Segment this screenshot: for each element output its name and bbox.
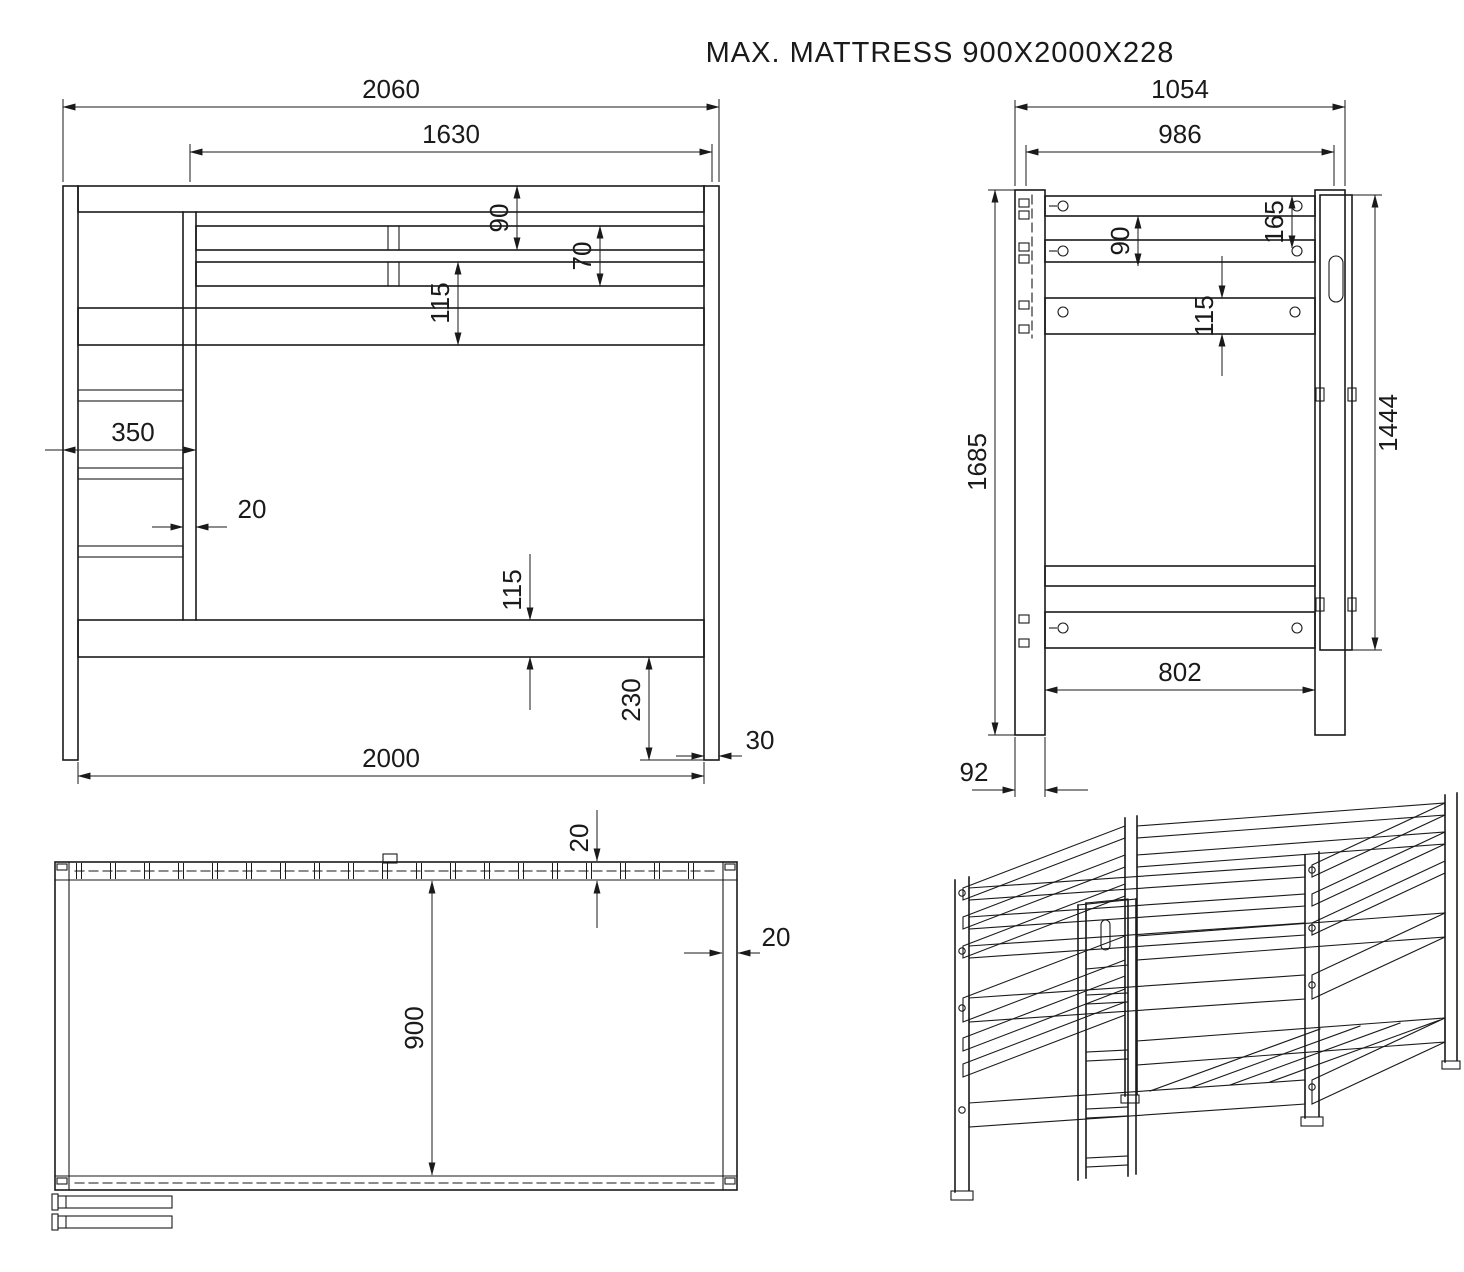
dim-label-rail-spacing-70: 70 (567, 242, 597, 271)
dim-label-end-rail-height-115: 115 (1189, 295, 1219, 336)
iso-lower-bunk (962, 975, 1446, 1128)
dim-label-rail-spacing-90: 90 (484, 204, 514, 233)
isometric-view (950, 792, 1461, 1201)
iso-ladder-handle-slot (1100, 919, 1111, 951)
iso-upper-platform (962, 912, 1446, 1023)
ladder-handle-slot (1328, 255, 1344, 303)
dim-label-top-rail-offset: 165 (1259, 200, 1289, 243)
plan-view-structure (51, 853, 738, 1231)
dim-label-upper-rail-height: 115 (425, 282, 455, 323)
side-view-structure (62, 185, 720, 761)
plan-view: 20 20 900 (51, 810, 791, 1231)
dim-label-ladder-height: 1444 (1373, 394, 1403, 452)
iso-upper-guard-rails (962, 802, 1446, 959)
dim-label-lower-rail-height: 115 (497, 569, 527, 610)
dim-label-bed-length: 2000 (362, 743, 420, 773)
plan-ladder-protrusion (51, 1193, 173, 1231)
drawing-title: MAX. MATTRESS 900X2000X228 (706, 37, 1175, 69)
side-view: 2060 1630 90 70 115 350 20 115 230 (45, 74, 774, 784)
end-view-dimensions: 1054 986 165 90 115 1685 1444 802 (960, 74, 1403, 797)
dim-label-outer-width: 986 (1158, 119, 1201, 149)
dim-label-ladder-width: 350 (111, 417, 154, 447)
dim-label-inner-width: 802 (1158, 657, 1201, 687)
dim-label-end-overhang: 30 (746, 725, 775, 755)
dim-label-end-rail-spacing-90: 90 (1105, 227, 1135, 256)
iso-posts (950, 792, 1461, 1201)
end-view-ladder (1319, 194, 1353, 651)
dim-label-overall-length: 2060 (362, 74, 420, 104)
center-latch (382, 853, 398, 864)
iso-ladder (1077, 898, 1137, 1181)
dim-label-slat-panel-thickness: 20 (564, 824, 594, 853)
side-view-dimensions: 2060 1630 90 70 115 350 20 115 230 (45, 74, 774, 784)
dim-label-post-depth: 92 (960, 757, 989, 787)
slat-ticks (76, 863, 716, 879)
dim-label-side-rail-thickness: 20 (762, 922, 791, 952)
dim-label-under-clearance: 230 (616, 678, 646, 721)
dim-label-guard-rail-length: 1630 (422, 119, 480, 149)
plan-view-dimensions: 20 20 900 (399, 810, 791, 1176)
dim-label-ladder-stile: 20 (238, 494, 267, 524)
end-view-structure (1014, 189, 1357, 736)
end-view: 1054 986 165 90 115 1685 1444 802 (960, 74, 1403, 797)
iso-bolts (958, 866, 1316, 1114)
dim-label-overall-height: 1685 (962, 433, 992, 491)
dim-label-overall-width: 1054 (1151, 74, 1209, 104)
dim-label-bed-width: 900 (399, 1006, 429, 1049)
